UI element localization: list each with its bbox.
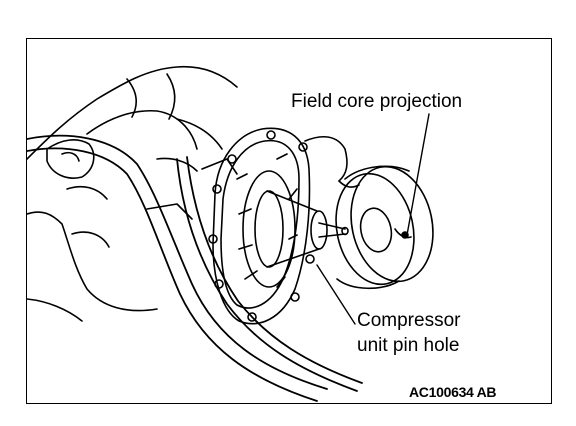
hoses	[27, 134, 363, 402]
wire-harness	[304, 135, 360, 188]
field-core-projection-label: Field core projection	[291, 91, 463, 112]
field-core	[335, 165, 434, 290]
illustration	[27, 65, 434, 402]
compressor-label-line-1: Compressor	[357, 310, 461, 331]
clutch-flange	[208, 127, 315, 325]
hub	[242, 170, 349, 288]
leader-lines	[316, 113, 430, 325]
figure-id: AC100634 AB	[409, 384, 497, 400]
compressor-body	[27, 65, 238, 322]
figure-frame: Field core projection Compressor unit pi…	[26, 38, 552, 404]
compressor-label-line-2: unit pin hole	[357, 335, 460, 356]
